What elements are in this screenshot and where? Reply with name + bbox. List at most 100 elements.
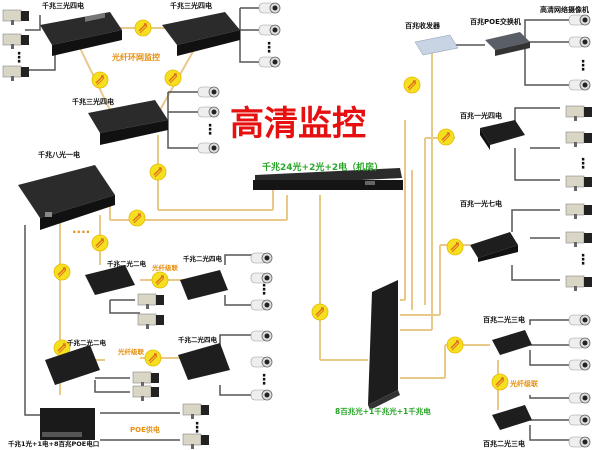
switch-2f4c-b [178,343,230,380]
switch-ring-bottom [88,100,168,145]
box-camera-icon [565,131,593,148]
fiber-node-icon [91,71,109,89]
label-core-switch: 千兆24光+2光+2电（机房） [262,161,383,173]
bullet-camera-icon [197,142,220,154]
fiber-node-icon [53,263,71,281]
fiber-node-icon [403,76,421,94]
fiber-nodes [53,19,509,391]
label-ring-sw-bottom: 千兆三光四电 [72,97,114,106]
box-camera-icon [137,293,165,310]
box-camera-icon [565,275,593,292]
label-poe-switch: 千兆1光+1电+8百兆POE电口 [8,439,99,448]
box-camera-icon [137,313,165,330]
label-rack-switch: 8百兆光+1千兆光+1千兆电 [335,406,431,416]
label-ring-sw-top-right: 千兆三光四电 [170,1,212,10]
labels: 高清监控 千兆三光四电 千兆三光四电 光纤环网监控 千兆三光四电 千兆八光一电 … [8,1,589,448]
switch-2f2c-a [85,265,135,295]
bullet-camera-icon [568,392,591,404]
switch-2f4c-a [180,270,228,300]
copper-links [24,7,570,441]
bullet-camera-icon [258,2,281,14]
fiber-node-icon [134,19,152,37]
fiber-node-icon [164,69,182,87]
box-camera-icon [2,33,30,50]
vdots: ⋮ [576,58,590,74]
label-gigabit-8f1c: 千兆八光一电 [38,150,80,159]
bullet-camera-icon [568,436,591,448]
label-cascade-a: 光纤级联 [151,263,179,272]
bullet-camera-icon [568,36,591,48]
fiber-node-icon [446,336,464,354]
label-ring-caption: 光纤环网监控 [111,52,160,62]
label-cascade-b: 光纤级联 [117,347,145,356]
bullet-camera-icon [258,24,281,36]
rack-switch [368,280,400,410]
media-converter [414,34,459,56]
fiber-node-icon [151,271,169,289]
label-sw-2f3c-top: 百兆二光三电 [483,315,525,324]
fiber-node-icon [149,163,167,181]
box-camera-icon [182,403,210,420]
label-hd-camera: 高清网络摄像机 [540,5,589,14]
switch-core-24f [253,168,403,190]
vdots: ⋮ [576,252,590,268]
fiber-node-icon [128,209,146,227]
box-camera-icon [565,105,593,122]
vdots: ⋮ [576,156,590,172]
box-camera-icon [2,9,30,26]
label-sw-2f2c-b: 千兆二光二电 [67,338,107,347]
bullet-camera-icon [250,330,273,342]
label-poe-100m-switch: 百兆POE交换机 [470,17,521,26]
box-camera-icon [132,385,160,402]
box-camera-icon [2,65,30,82]
vdots: ⋮ [262,40,276,56]
diagram-title: 高清监控 [230,104,366,144]
bullet-camera-icon [568,14,591,26]
switch-1f4c [480,120,525,150]
bullet-camera-icon [250,389,273,401]
bullet-camera-icon [258,56,281,68]
bullet-camera-icon [568,414,591,426]
fiber-node-icon [144,349,162,367]
label-ring-sw-top-left: 千兆三光四电 [42,1,84,10]
label-sw-2f4c-b: 千兆二光四电 [178,335,218,344]
switch-2f3c-top [492,330,532,355]
bullet-camera-icon [197,86,220,98]
box-camera-icon [182,433,210,450]
poe-switch-100m [485,32,530,56]
label-sw-1f4c: 百兆一光四电 [460,111,502,120]
fiber-node-icon [437,128,455,146]
poe-switch-gigabit [40,408,95,440]
vdots: ⋮ [257,372,271,388]
label-sw-2f2c-a: 千兆二光二电 [107,259,147,268]
switch-gigabit-8f1c [18,165,115,230]
vdots: ⋮ [190,420,204,436]
box-camera-icon [565,203,593,220]
box-camera-icon [565,231,593,248]
bullet-camera-icon [568,359,591,371]
vdots: ⋮ [12,50,26,66]
bullet-camera-icon [568,337,591,349]
label-media-converter: 百兆收发器 [405,21,441,30]
box-camera-icon [132,371,160,388]
label-sw-1f7c: 百兆一光七电 [460,199,502,208]
fiber-node-icon [491,373,509,391]
switch-ring-top-right [162,12,240,56]
vdots: ⋮ [257,282,271,298]
ellipsis-markers: ⋮ ⋮ ⋮ ⋮ ⋮ ⋮ ⋮ ⋮ ⋮ .... [12,40,590,436]
fiber-node-icon [91,234,109,252]
label-poe-power: POE供电 [130,425,160,434]
label-sw-2f3c-bottom: 百兆二光三电 [483,439,525,448]
bullet-camera-icon [250,356,273,368]
hdots: .... [72,222,90,236]
bullet-camera-icon [197,106,220,118]
bullet-camera-icon [568,314,591,326]
box-camera-icon [565,175,593,192]
switch-1f7c [470,232,518,262]
bullet-camera-icon [250,299,273,311]
label-sw-2f4c-a: 千兆二光四电 [183,254,223,263]
fiber-node-icon [311,303,329,321]
switch-2f3c-bottom [492,405,532,430]
bullet-camera-icon [250,252,273,264]
